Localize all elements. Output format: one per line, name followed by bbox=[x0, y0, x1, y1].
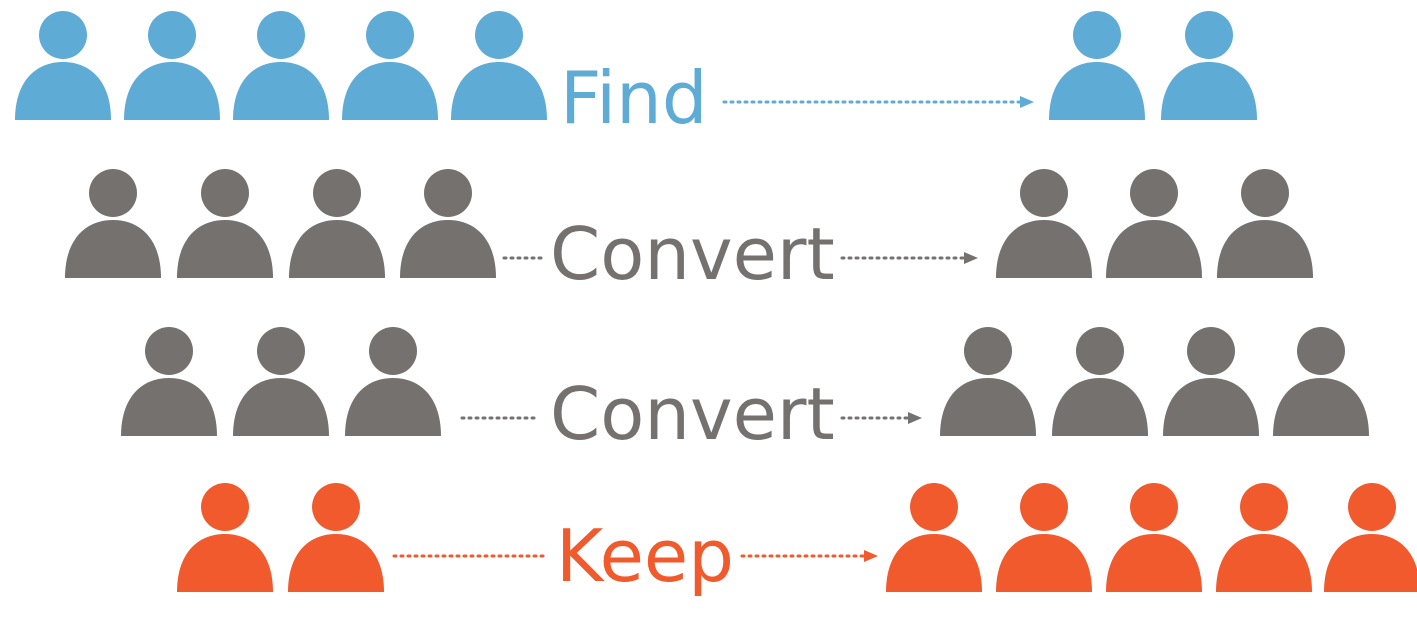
person-icon bbox=[1106, 168, 1202, 278]
person-icon bbox=[451, 10, 547, 120]
person-icon bbox=[996, 482, 1092, 592]
person-icon bbox=[1163, 326, 1259, 436]
dotted-arrow-icon bbox=[740, 550, 878, 562]
person-icon bbox=[124, 10, 220, 120]
person-icon bbox=[121, 326, 217, 436]
person-icon bbox=[15, 10, 111, 120]
person-icon bbox=[177, 482, 273, 592]
person-icon bbox=[289, 168, 385, 278]
step-label-convert: Convert bbox=[550, 372, 835, 456]
dotted-arrow-icon bbox=[840, 412, 922, 424]
row-find: Find bbox=[0, 2, 1417, 152]
person-icon bbox=[1161, 10, 1257, 120]
person-icon bbox=[886, 482, 982, 592]
person-icon bbox=[1273, 326, 1369, 436]
row-convert-2: Convert bbox=[0, 326, 1417, 476]
dotted-arrow-icon bbox=[840, 252, 978, 264]
step-label-find: Find bbox=[560, 56, 708, 140]
person-icon bbox=[400, 168, 496, 278]
row-convert-1: Convert bbox=[0, 168, 1417, 318]
person-icon bbox=[288, 482, 384, 592]
dotted-connector bbox=[392, 550, 546, 562]
row-keep: Keep bbox=[0, 482, 1417, 632]
person-icon bbox=[345, 326, 441, 436]
person-icon bbox=[1324, 482, 1417, 592]
funnel-diagram: Find Convert Convert Keep bbox=[0, 2, 1417, 592]
step-label-keep: Keep bbox=[556, 514, 734, 598]
person-icon bbox=[65, 168, 161, 278]
person-icon bbox=[233, 10, 329, 120]
person-icon bbox=[1052, 326, 1148, 436]
person-icon bbox=[1217, 168, 1313, 278]
dotted-connector bbox=[502, 252, 546, 264]
person-icon bbox=[177, 168, 273, 278]
person-icon bbox=[996, 168, 1092, 278]
dotted-connector bbox=[460, 412, 536, 424]
dotted-arrow-icon bbox=[722, 96, 1034, 108]
step-label-convert: Convert bbox=[550, 212, 835, 296]
person-icon bbox=[1216, 482, 1312, 592]
person-icon bbox=[940, 326, 1036, 436]
person-icon bbox=[1049, 10, 1145, 120]
person-icon bbox=[342, 10, 438, 120]
person-icon bbox=[233, 326, 329, 436]
person-icon bbox=[1106, 482, 1202, 592]
